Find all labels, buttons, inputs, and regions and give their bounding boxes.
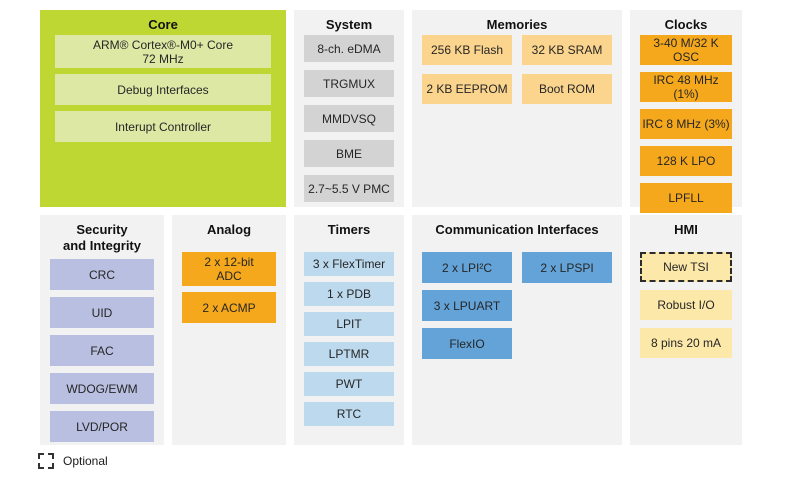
lpuart-block: 3 x LPUART [422, 290, 512, 321]
flexio-block: FlexIO [422, 328, 512, 359]
osc-block: 3-40 M/32 K OSC [640, 35, 732, 65]
boot-rom-block: Boot ROM [522, 74, 612, 104]
acmp-block: 2 x ACMP [182, 292, 276, 323]
crc-block: CRC [50, 259, 154, 290]
communication-interfaces-title: Communication Interfaces [435, 222, 599, 237]
pins-20ma-block: 8 pins 20 mA [640, 328, 732, 358]
system-section: System 8-ch. eDMA TRGMUX MMDVSQ BME 2.7~… [294, 10, 404, 207]
hmi-section-title: HMI [674, 222, 698, 237]
arm-cortex-m0-core-label: ARM® Cortex®-M0+ Core [92, 37, 234, 52]
system-section-title: System [325, 17, 373, 32]
security-title-line2: and Integrity [62, 238, 141, 253]
adc-label-line2: ADC [216, 269, 242, 283]
flash-block: 256 KB Flash [422, 35, 512, 65]
lptmr-block: LPTMR [304, 342, 394, 366]
lvd-por-block: LVD/POR [50, 411, 154, 442]
eeprom-block: 2 KB EEPROM [422, 74, 512, 104]
fac-block: FAC [50, 335, 154, 366]
adc-block: 2 x 12-bit ADC [182, 252, 276, 286]
communication-grid: 2 x LPI²C 2 x LPSPI 3 x LPUART FlexIO [422, 252, 612, 359]
arm-cortex-m0-core-block: ARM® Cortex®-M0+ Core 72 MHz [55, 35, 271, 68]
wdog-ewm-block: WDOG/EWM [50, 373, 154, 404]
new-tsi-block: New TSI [640, 252, 732, 282]
lpo-block: 128 K LPO [640, 146, 732, 176]
pwt-block: PWT [304, 372, 394, 396]
core-section-title: Core [148, 17, 178, 32]
memories-section: Memories 256 KB Flash 32 KB SRAM 2 KB EE… [412, 10, 622, 207]
interrupt-controller-block: Interupt Controller [55, 111, 271, 142]
sram-block: 32 KB SRAM [522, 35, 612, 65]
timers-section-title: Timers [327, 222, 371, 237]
adc-label-line1: 2 x 12-bit [204, 255, 254, 269]
lpi2c-block: 2 x LPI²C [422, 252, 512, 283]
analog-section-title: Analog [206, 222, 252, 237]
trgmux-block: TRGMUX [304, 70, 394, 97]
memories-grid: 256 KB Flash 32 KB SRAM 2 KB EEPROM Boot… [422, 35, 612, 104]
security-section-title: Security and Integrity [50, 222, 154, 254]
bme-block: BME [304, 140, 394, 167]
pmc-block: 2.7~5.5 V PMC [304, 175, 394, 202]
uid-block: UID [50, 297, 154, 328]
memories-section-title: Memories [486, 17, 548, 32]
flextimer-block: 3 x FlexTimer [304, 252, 394, 276]
optional-legend: Optional [38, 453, 108, 469]
lpit-block: LPIT [304, 312, 394, 336]
rtc-block: RTC [304, 402, 394, 426]
clocks-section: Clocks 3-40 M/32 K OSC IRC 48 MHz (1%) I… [630, 10, 742, 213]
robust-io-block: Robust I/O [640, 290, 732, 320]
irc-48mhz-block: IRC 48 MHz (1%) [640, 72, 732, 102]
edma-block: 8-ch. eDMA [304, 35, 394, 62]
lpspi-block: 2 x LPSPI [522, 252, 612, 283]
analog-section: Analog 2 x 12-bit ADC 2 x ACMP [172, 215, 286, 445]
core-frequency-label: 72 MHz [142, 51, 184, 66]
clocks-section-title: Clocks [664, 17, 708, 32]
timers-section: Timers 3 x FlexTimer 1 x PDB LPIT LPTMR … [294, 215, 404, 445]
mcu-block-diagram: Core ARM® Cortex®-M0+ Core 72 MHz Debug … [40, 10, 742, 445]
irc-8mhz-block: IRC 8 MHz (3%) [640, 109, 732, 139]
security-section: Security and Integrity CRC UID FAC WDOG/… [40, 215, 164, 445]
optional-legend-label: Optional [63, 454, 108, 468]
mmdvsq-block: MMDVSQ [304, 105, 394, 132]
optional-dashed-swatch [38, 453, 54, 469]
communication-interfaces-section: Communication Interfaces 2 x LPI²C 2 x L… [412, 215, 622, 445]
pdb-block: 1 x PDB [304, 282, 394, 306]
core-section: Core ARM® Cortex®-M0+ Core 72 MHz Debug … [40, 10, 286, 207]
lpfll-block: LPFLL [640, 183, 732, 213]
bottom-row: Security and Integrity CRC UID FAC WDOG/… [40, 215, 742, 445]
debug-interfaces-block: Debug Interfaces [55, 74, 271, 105]
hmi-section: HMI New TSI Robust I/O 8 pins 20 mA [630, 215, 742, 445]
security-title-line1: Security [76, 222, 128, 237]
top-row: Core ARM® Cortex®-M0+ Core 72 MHz Debug … [40, 10, 742, 213]
